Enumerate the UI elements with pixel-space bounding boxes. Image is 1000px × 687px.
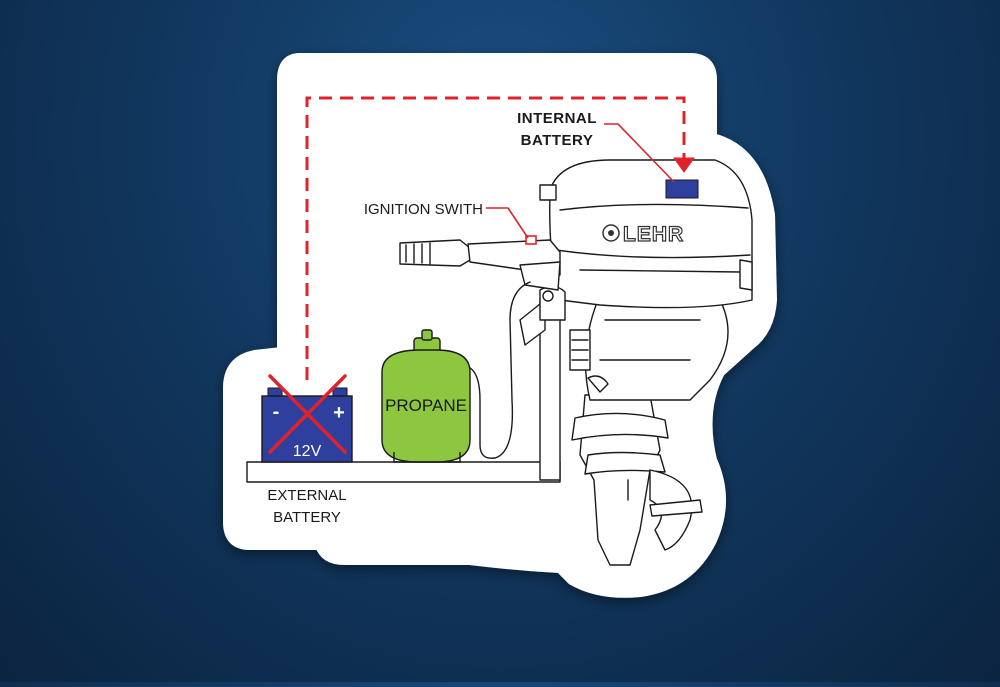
internal-battery-label-line1: INTERNAL [517, 110, 597, 127]
dashed-wire [305, 96, 686, 380]
tiller-handle [399, 239, 561, 291]
internal-battery-leader [604, 123, 675, 183]
internal-battery-label-line2: BATTERY [521, 132, 594, 149]
battery-minus-sign: - [273, 401, 280, 423]
battery-plus-sign: + [333, 402, 345, 424]
arrow-icon [673, 157, 695, 173]
brand-text: LEHR [623, 223, 684, 246]
external-battery-label-line2: BATTERY [273, 509, 341, 526]
ignition-switch-label: IGNITION SWITH [364, 201, 483, 218]
battery-voltage-label: 12V [293, 443, 322, 460]
propane-tank-icon: PROPANE [381, 329, 471, 463]
propane-label: PROPANE [385, 396, 467, 415]
propane-hose [465, 281, 531, 459]
ignition-switch [525, 235, 537, 245]
brand-logo: LEHR [602, 222, 684, 247]
ignition-leader [486, 207, 529, 239]
outboard-motor-icon [539, 159, 753, 566]
cross-out-icon [268, 374, 347, 454]
external-battery-label-line1: EXTERNAL [267, 487, 346, 504]
internal-battery-icon [665, 179, 699, 199]
battery-icon: - + 12V [261, 387, 353, 463]
